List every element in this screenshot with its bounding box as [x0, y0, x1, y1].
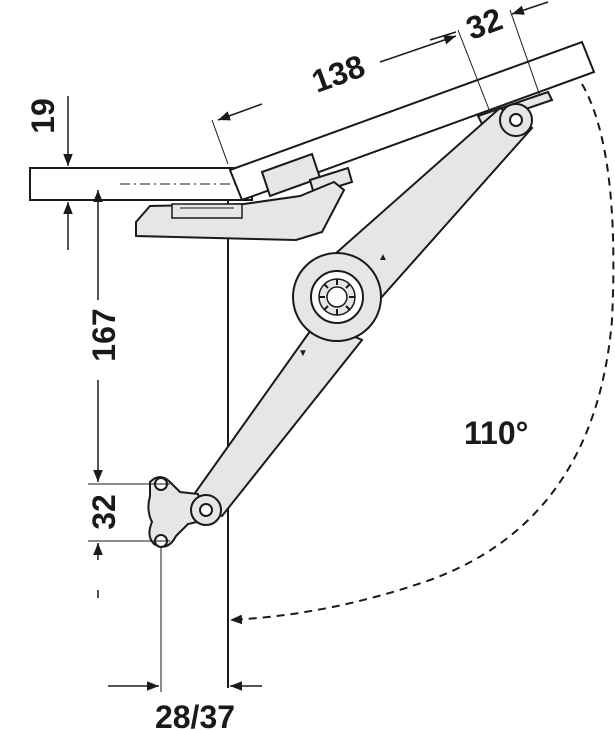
dimension-lid-mount-offset — [429, 1, 549, 97]
svg-text:▲: ▲ — [378, 252, 388, 263]
dimension-side-offset — [108, 548, 262, 692]
svg-text:▼: ▼ — [298, 348, 308, 359]
dimension-vertical-distance — [88, 190, 170, 485]
cabinet-side-panel — [29, 168, 229, 688]
dimension-arm-length — [211, 29, 491, 165]
lid-panel — [228, 40, 596, 202]
spring-hub — [292, 252, 382, 342]
dimension-label-side-offset: 28/37 — [155, 699, 235, 730]
opening-angle-arc — [229, 83, 615, 625]
dimension-label-lid-mount-offset: 32 — [461, 1, 507, 47]
dimension-bracket-hole-spacing — [88, 540, 170, 598]
lower-arm: ▼ — [188, 318, 364, 518]
upper-arm: ▲ — [324, 103, 534, 310]
dimension-label-lid-thickness: 19 — [25, 98, 61, 134]
dimension-label-vertical-distance: 167 — [86, 308, 122, 361]
hinge-housing — [135, 180, 346, 242]
opening-angle-label: 110° — [464, 415, 528, 451]
dimension-label-arm-length: 138 — [307, 48, 369, 100]
top-board — [29, 167, 253, 201]
dimension-label-bracket-hole-spacing: 32 — [86, 494, 122, 530]
side-bracket — [147, 476, 222, 548]
